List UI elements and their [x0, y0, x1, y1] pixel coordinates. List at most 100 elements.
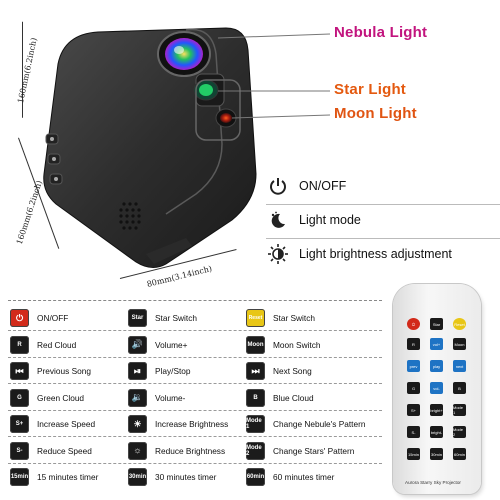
row-divider — [8, 356, 382, 358]
previous-icon: ⏮ — [10, 362, 29, 380]
remote-key: 30min — [430, 448, 443, 460]
function-label: Change Nebule's Pattern — [273, 419, 366, 429]
feature-label: ON/OFF — [299, 179, 347, 193]
remote-key: S- — [407, 426, 420, 438]
remote-key: Moon — [246, 335, 265, 354]
remote-key: Mode 1 — [246, 415, 265, 433]
function-cell: Star Star Switch — [128, 308, 197, 328]
remote-key: vol+ — [430, 338, 443, 350]
remote-key: 15min — [10, 468, 29, 486]
function-label: Increase Speed — [37, 419, 96, 429]
remote-key: Star — [430, 318, 443, 330]
brightness-icon — [266, 242, 290, 266]
power-icon — [266, 174, 290, 198]
function-cell: Moon Moon Switch — [246, 335, 321, 355]
callout-lines — [217, 33, 331, 119]
remote-key: B — [453, 382, 466, 394]
remote-key: 60min — [453, 448, 466, 460]
remote-key: bright- — [430, 426, 443, 438]
function-cell: 15min 15 minutes timer — [10, 467, 98, 487]
function-label: Volume+ — [155, 339, 188, 350]
remote-key: vol- — [430, 382, 443, 394]
feature-divider — [266, 238, 500, 239]
nebula-light-callout: Nebula Light — [334, 24, 428, 41]
feature-brightness: Light brightness adjustment — [266, 242, 452, 266]
remote-key: prev — [407, 360, 420, 372]
function-label: Reduce Brightness — [155, 445, 226, 456]
remote-key: Star — [128, 309, 147, 327]
function-label: 15 minutes timer — [37, 472, 99, 482]
function-label: 60 minutes timer — [273, 472, 335, 482]
next-icon: ⏭ — [246, 362, 265, 380]
power-icon: ⏻ — [10, 309, 29, 327]
function-label: Reduce Speed — [37, 445, 92, 456]
remote-key: bright+ — [430, 404, 443, 416]
remote-key: B — [246, 388, 265, 407]
remote-key: Moon — [453, 338, 466, 350]
function-cell: 🔊 Volume+ — [128, 335, 188, 355]
table-row: ⏻ ON/OFF Star Star Switch Reset Star Switch — [10, 308, 380, 328]
volume-up-icon: 🔊 — [128, 335, 147, 354]
remote-key: Mode 2 — [246, 441, 265, 460]
table-top-divider — [8, 300, 382, 301]
row-divider — [8, 436, 382, 437]
table-row: G Green Cloud 🔉Volume- B Blue Cloud — [10, 388, 380, 408]
function-cell: ⏭ Next Song — [246, 361, 312, 381]
remote-key: S+ — [10, 415, 29, 433]
function-label: Star Switch — [155, 313, 197, 323]
brightness-up-icon: ☀ — [128, 415, 147, 433]
function-label: Moon Switch — [273, 339, 321, 350]
function-cell: Reset Star Switch — [246, 308, 315, 328]
function-cell: 🔉Volume- — [128, 388, 185, 408]
row-divider — [8, 462, 382, 464]
function-cell: Mode 1 Change Nebule's Pattern — [246, 414, 365, 434]
function-label: Blue Cloud — [273, 392, 314, 403]
remote-key: S- — [10, 441, 29, 460]
play-pause-icon: ⏯ — [128, 362, 147, 380]
feature-light-mode: Light mode — [266, 208, 361, 232]
function-cell: ⏻ ON/OFF — [10, 308, 68, 328]
table-row: S+ Increase Speed ☀ Increase Brightness Mode… — [10, 414, 380, 434]
remote-key: Mode 1 — [453, 404, 466, 416]
brightness-down-icon: ☼ — [128, 441, 147, 460]
star-light-callout: Star Light — [334, 81, 406, 98]
moon-light-callout: Moon Light — [334, 105, 417, 122]
remote-caption: Aurora Starry Sky Projector — [405, 480, 461, 485]
feature-label: Light mode — [299, 213, 361, 227]
function-cell: ☀ Increase Brightness — [128, 414, 228, 434]
power-icon: ⏻ — [407, 318, 420, 330]
feature-label: Light brightness adjustment — [299, 247, 452, 261]
moon-stars-icon — [266, 208, 290, 232]
function-label: ON/OFF — [37, 313, 69, 323]
remote-key: Mode 2 — [453, 426, 466, 438]
function-label: Red Cloud — [37, 339, 77, 350]
feature-divider — [266, 204, 500, 205]
function-label: Previous Song — [37, 366, 91, 376]
remote-key: Reset — [246, 309, 265, 327]
function-label: Volume- — [155, 392, 186, 403]
remote-key: 30min — [128, 468, 147, 486]
remote-key: S+ — [407, 404, 420, 416]
function-cell: ⏮ Previous Song — [10, 361, 91, 381]
remote-key: G — [10, 388, 29, 407]
function-cell: G Green Cloud — [10, 388, 84, 408]
projector-device-image — [36, 24, 268, 272]
function-cell: B Blue Cloud — [246, 388, 314, 408]
function-label: Play/Stop — [155, 366, 191, 376]
function-label: Green Cloud — [37, 392, 85, 403]
function-label: Increase Brightness — [155, 419, 229, 429]
row-divider — [8, 409, 382, 411]
remote-key: 60min — [246, 468, 265, 486]
function-label: Star Switch — [273, 313, 315, 323]
remote-key: next — [453, 360, 466, 372]
row-divider — [8, 330, 382, 331]
function-label: Next Song — [273, 366, 312, 376]
remote-key: play — [430, 360, 443, 372]
